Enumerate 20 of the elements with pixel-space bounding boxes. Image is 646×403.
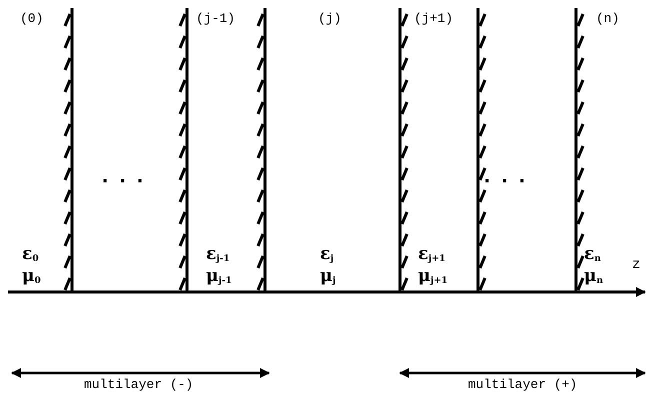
material-symbol-label: ε$_{n}$	[584, 246, 601, 263]
layer-index-label: (j+1)	[414, 12, 454, 25]
span-label: multilayer (-)	[84, 378, 194, 391]
ellipsis-label: · · ·	[484, 170, 528, 192]
material-symbol-label: ε$_{j}$	[320, 246, 334, 263]
material-symbol-label: ε$_{0}$	[22, 246, 39, 263]
material-symbol-label: μ$_{j}$	[320, 268, 336, 285]
layer-index-label: (j-1)	[196, 12, 236, 25]
layer-index-label: (0)	[20, 12, 44, 25]
material-symbol-label: ε$_{j-1}$	[206, 246, 230, 263]
material-symbol-label: μ$_{j-1}$	[206, 268, 232, 285]
ellipsis-label: · · ·	[102, 170, 146, 192]
span-label: multilayer (+)	[468, 378, 578, 391]
material-symbol-label: μ$_{n}$	[584, 268, 603, 285]
material-symbol-label: μ$_{0}$	[22, 268, 41, 285]
axis-label: z	[632, 258, 640, 272]
material-symbol-label: ε$_{j+1}$	[418, 246, 446, 263]
layer-index-label: (j)	[318, 12, 342, 25]
layer-index-label: (n)	[596, 12, 620, 25]
material-symbol-label: μ$_{j+1}$	[418, 268, 448, 285]
